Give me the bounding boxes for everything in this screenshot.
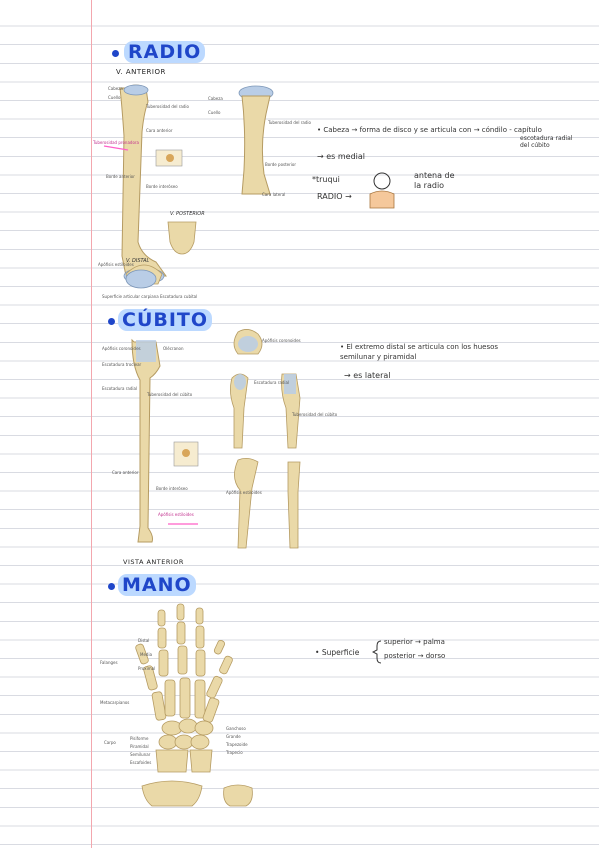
brace-icon (372, 640, 382, 664)
mano-note-1: • Superficie (315, 648, 360, 657)
hand-label-proximal: Proximal (138, 666, 156, 671)
radius-post-label-5: Cara lateral (262, 192, 286, 197)
heading-cubito-text: CÚBITO (118, 309, 213, 331)
bullet-radio (112, 50, 119, 57)
cubito-note-1-text: El extremo distal se articula con los hu… (340, 343, 499, 361)
hand-label-escafoides: Escafoides (130, 760, 152, 765)
radio-note-6: antena de la radio (414, 171, 455, 190)
radius-posterior-caption: V. POSTERIOR (170, 211, 205, 217)
radius-label-4: Cara anterior (146, 128, 173, 133)
ulna-label-5: Tuberosidad del cúbito (147, 392, 193, 397)
radius-label-6: Borde anterior (106, 174, 135, 179)
ulna-label-6: Cara anterior (112, 470, 139, 475)
bullet-cubito (108, 318, 115, 325)
radius-label-10: Escotadura cubital (160, 294, 198, 299)
heading-radio: RADIO (124, 41, 206, 63)
radio-note-2: escotadura radial del cúbito (520, 135, 573, 149)
ulna-proximal-figures (230, 329, 301, 549)
radio-note-5: RADIO → (317, 192, 352, 201)
hand-label-pisiforme: Pisiforme (130, 736, 149, 741)
radius-post-label-1: Cabeza (208, 96, 223, 101)
hand-label-distal: Distal (138, 638, 150, 643)
hand-label-trapezoide: Trapezoide (226, 742, 248, 747)
bullet-mano (108, 583, 115, 590)
radio-note-1: • Cabeza → forma de disco y se articula … (317, 126, 542, 134)
hand-bones-figure (135, 603, 253, 807)
hand-label-piramidal: Piramidal (130, 744, 149, 749)
radio-subtitle: V. ANTERIOR (116, 68, 166, 76)
ulna-side-label-3: Tuberosidad del cúbito (292, 412, 338, 417)
cubito-note-2: → es lateral (344, 371, 391, 380)
hand-label-falanges: Falanges (100, 660, 118, 665)
ulna-label-7: Borde interóseo (156, 486, 188, 491)
ulna-side-label-1: Apófisis coronoides (262, 338, 301, 343)
radius-label-7: Borde interóseo (146, 184, 178, 189)
ulna-caption: VISTA ANTERIOR (123, 558, 184, 566)
radius-post-label-3: Tuberosidad del radio (268, 120, 311, 125)
radius-label-5: Tuberosidad pronadora (93, 140, 139, 145)
ulna-label-1: Apófisis coronoides (102, 346, 141, 351)
radius-post-label-4: Borde posterior (265, 162, 296, 167)
mano-note-2: superior → palma (384, 638, 445, 646)
ulna-label-2: Olécranon (163, 346, 184, 351)
radius-label-2: Cuello (108, 95, 121, 100)
radius-label-1: Cabeza (108, 86, 123, 91)
radio-note-1-text: Cabeza → forma de disco y se articula co… (323, 126, 542, 134)
ulna-label-4: Escotadura radial (102, 386, 138, 391)
hand-label-grande: Grande (226, 734, 241, 739)
radius-distal-surface (125, 269, 157, 289)
hand-label-metacarpianos: Metacarpianos (100, 700, 130, 705)
mano-note-3: posterior → dorso (384, 652, 446, 660)
heading-cubito: CÚBITO (118, 309, 213, 331)
hand-label-media: Media (140, 652, 153, 657)
antenna-icon (369, 172, 395, 209)
ulna-label-3: Escotadura troclear (102, 362, 142, 367)
ulna-side-label-4: Apófisis estiloides (226, 490, 262, 495)
mano-note-1-text: Superficie (321, 648, 360, 657)
radius-distal-figure (167, 221, 197, 255)
hand-label-semilunar: Semilunar (130, 752, 151, 757)
heading-mano: MANO (118, 574, 196, 596)
hand-label-trapecio: Trapecio (226, 750, 243, 755)
radius-label-3: Tuberosidad del radio (146, 104, 189, 109)
hand-label-ganchoso: Ganchoso (226, 726, 246, 731)
heading-mano-text: MANO (118, 574, 196, 596)
ulna-side-label-2: Escotadura radial (254, 380, 290, 385)
radius-distal-caption: V. DISTAL (126, 258, 150, 264)
radius-posterior-figure (238, 85, 274, 195)
ulna-anterior-figure (131, 338, 199, 543)
radio-note-3: → es medial (317, 152, 366, 161)
ulna-label-8: Apófisis estiloides (158, 512, 194, 517)
margin-line (91, 0, 92, 848)
radius-label-8: Apófisis estiloides (98, 262, 134, 267)
radius-label-9: Superficie articular carpiana (102, 294, 159, 299)
heading-radio-text: RADIO (124, 41, 206, 63)
hand-label-carpo: Carpo (104, 740, 116, 745)
cubito-note-1: • El extremo distal se articula con los … (340, 343, 499, 361)
radio-note-4: *truqui (312, 175, 340, 184)
radius-post-label-2: Cuello (208, 110, 221, 115)
